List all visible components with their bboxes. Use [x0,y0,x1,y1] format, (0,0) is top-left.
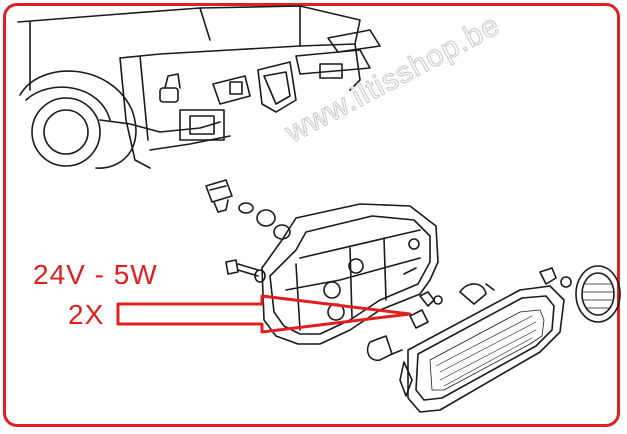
lamp-housing [261,203,439,345]
bulbs [366,283,495,362]
mounting-screw [225,259,266,283]
bulb-socket-parts [205,179,291,240]
bulb-spec-label: 24V - 5W [33,259,158,290]
vehicle-rear-corner [17,5,381,169]
bulb-quantity-label: 2X [68,299,105,330]
red-border-frame [3,3,620,427]
pointer-arrow [116,294,412,334]
round-reflector [539,265,621,323]
lamp-lens [399,285,565,413]
